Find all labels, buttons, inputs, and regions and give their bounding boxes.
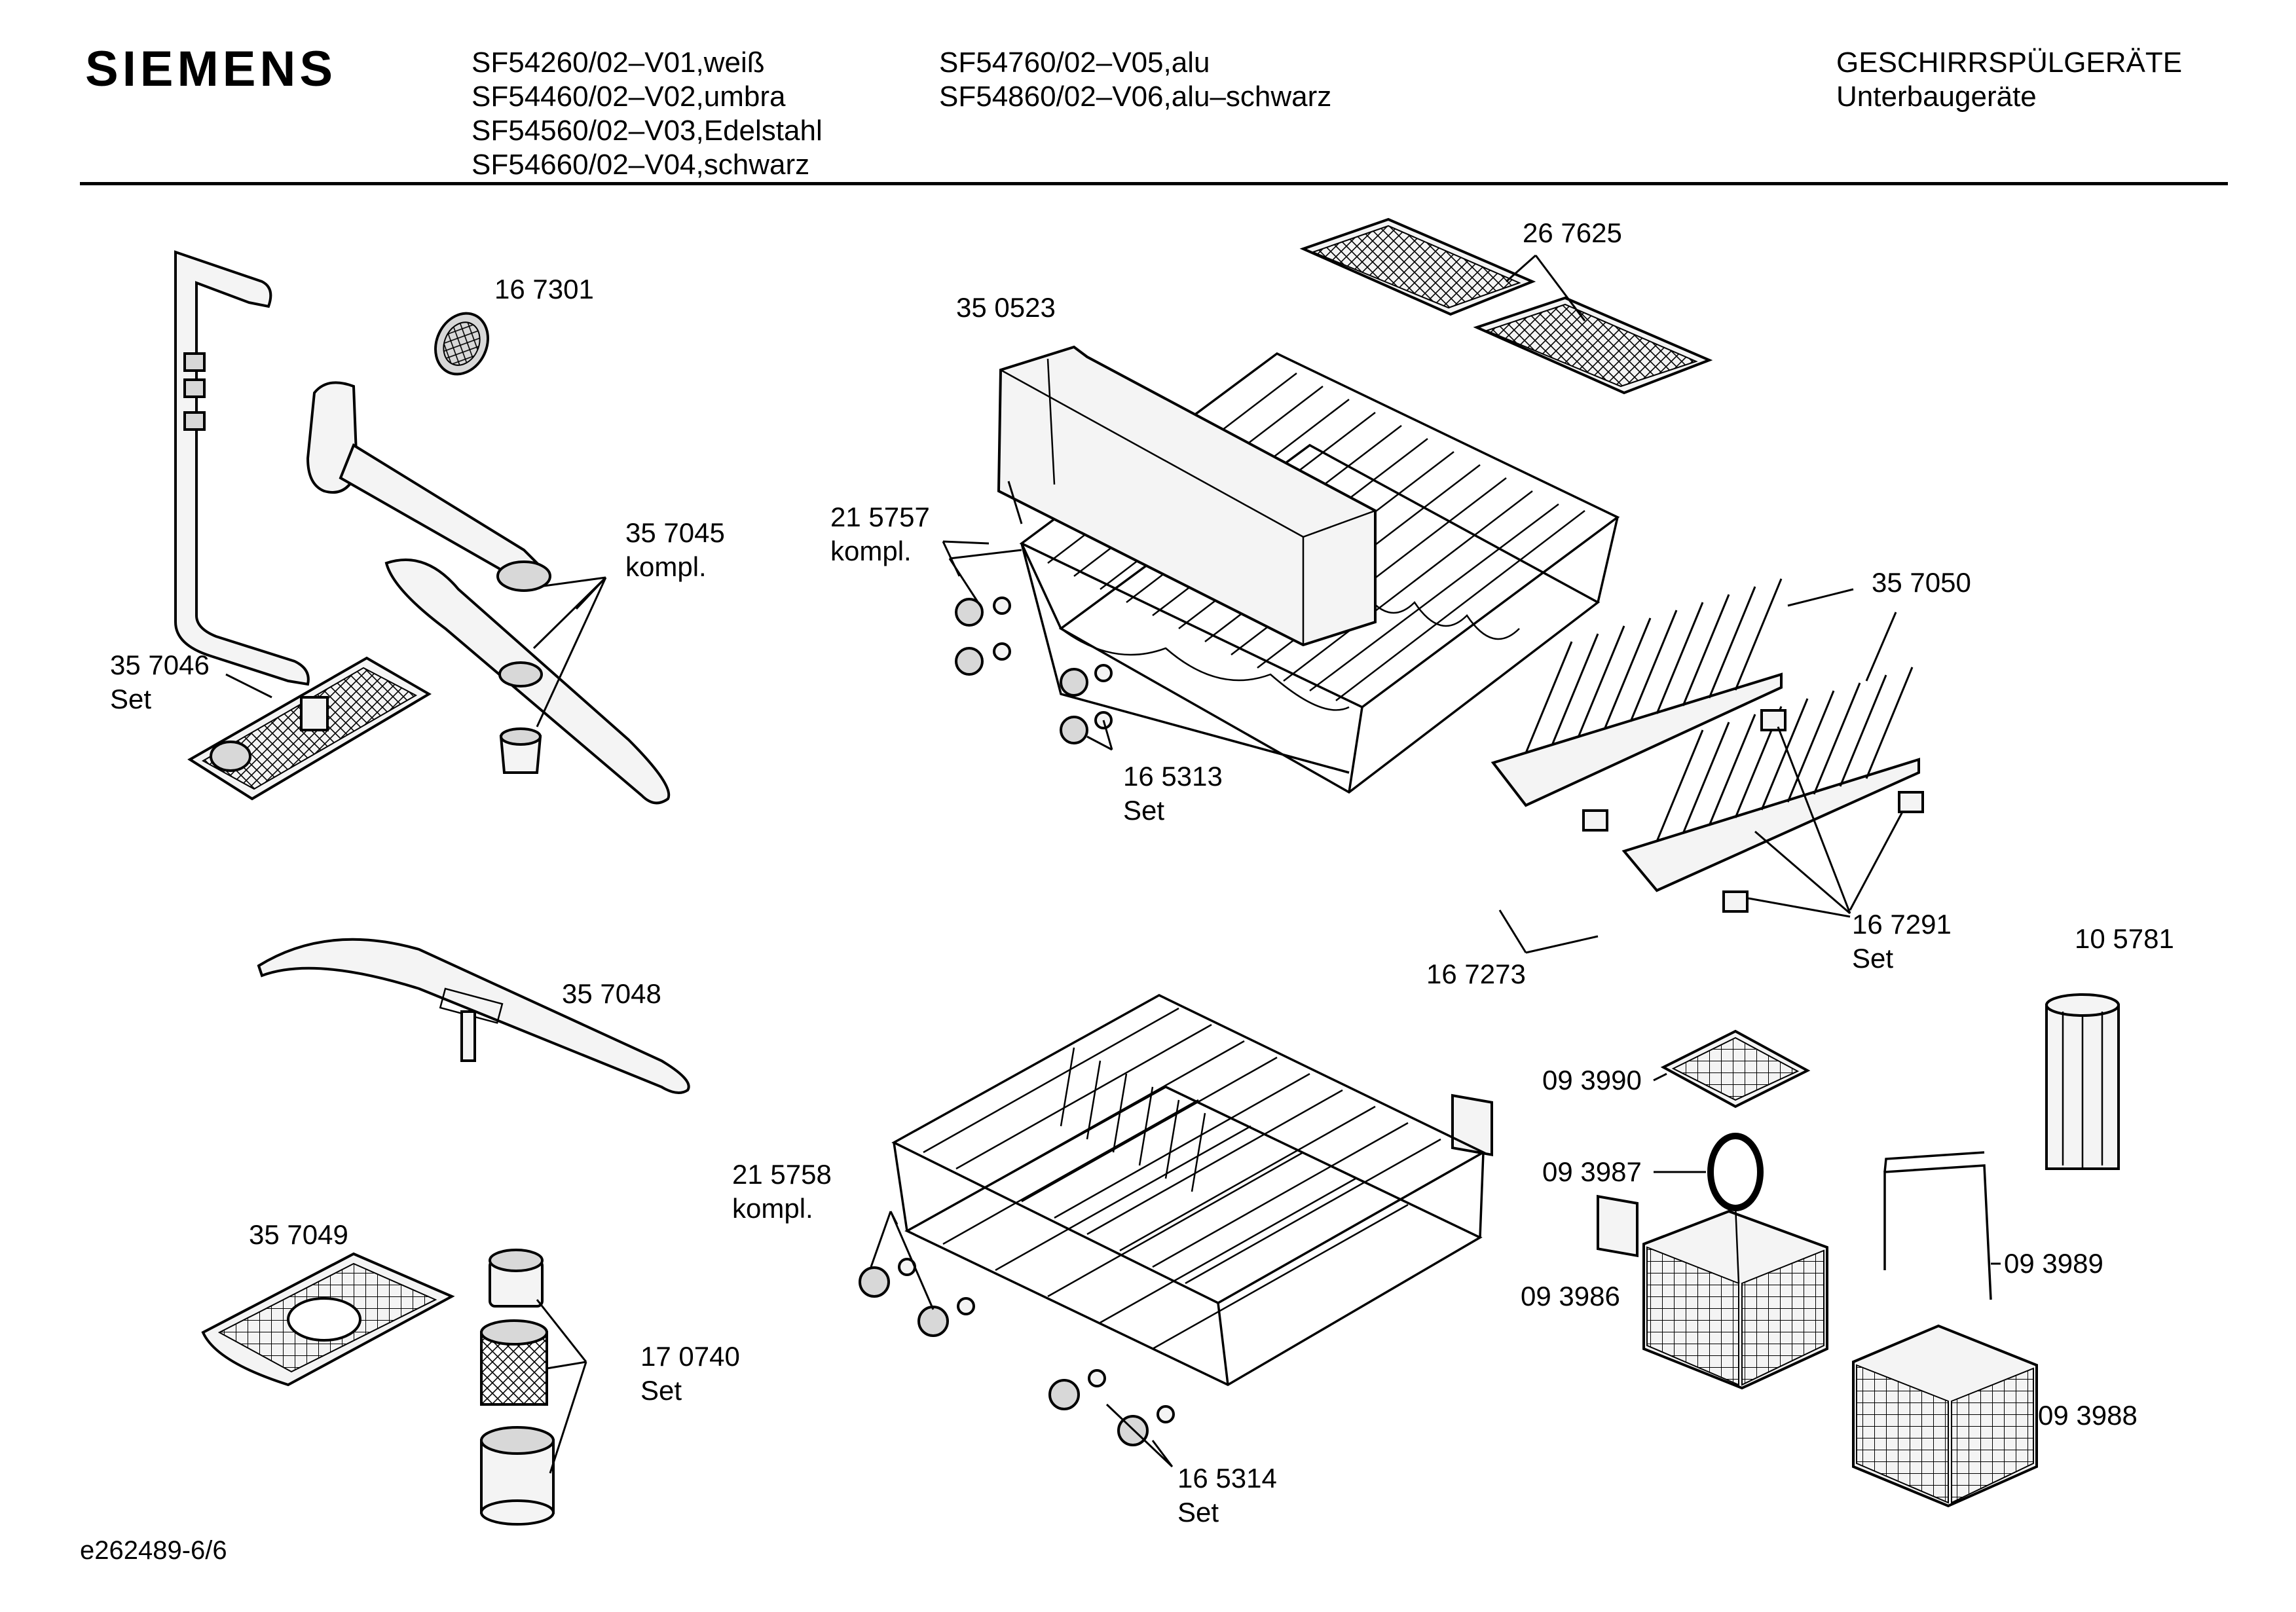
part-note-170740: Set xyxy=(640,1375,682,1406)
filter-cap-icon xyxy=(434,312,489,376)
part-label-165314: 16 5314 xyxy=(1177,1463,1277,1493)
drawing-id: e262489-6/6 xyxy=(80,1536,227,1565)
basket-rollers-upper xyxy=(955,596,1113,744)
spray-arm-pipe xyxy=(306,381,551,592)
part-label-357045: 35 7045 xyxy=(625,517,725,548)
part-note-357046: Set xyxy=(110,684,151,714)
part-label-093988: 09 3988 xyxy=(2038,1400,2138,1431)
cutlery-insert-093990 xyxy=(1660,1029,1811,1108)
basket-handle-093989 xyxy=(1883,1151,1992,1300)
basket-rollers-lower xyxy=(859,1258,1175,1446)
model-list-1: SF54260/02–V01,weiß SF54460/02–V02,umbra… xyxy=(472,46,823,182)
category-subtitle: Unterbaugeräte xyxy=(1836,81,2037,113)
basket-handle-093987 xyxy=(1707,1133,1764,1211)
lower-basket xyxy=(891,994,1486,1386)
lower-spray-arm xyxy=(257,938,690,1094)
clips-167291 xyxy=(1582,709,1924,913)
part-label-350523: 35 0523 xyxy=(956,292,1056,323)
model-line: SF54560/02–V03,Edelstahl xyxy=(472,115,823,147)
part-label-093989: 09 3989 xyxy=(2004,1248,2103,1279)
part-note-357045: kompl. xyxy=(625,551,707,582)
model-line: SF54660/02–V04,schwarz xyxy=(472,149,810,181)
part-note-165313: Set xyxy=(1123,795,1164,826)
part-note-167291: Set xyxy=(1852,943,1893,974)
part-label-093986: 09 3986 xyxy=(1521,1281,1620,1311)
part-label-170740: 17 0740 xyxy=(640,1341,740,1372)
part-note-215758: kompl. xyxy=(732,1193,813,1224)
water-supply-pipe xyxy=(174,250,310,686)
part-label-167291: 16 7291 xyxy=(1852,909,1952,940)
model-line: SF54460/02–V02,umbra xyxy=(472,81,786,113)
part-label-093990: 09 3990 xyxy=(1542,1065,1642,1095)
category-block: GESCHIRRSPÜLGERÄTE Unterbaugeräte xyxy=(1836,46,2182,114)
model-line: SF54860/02–V06,alu–schwarz xyxy=(939,81,1332,113)
siemens-logo: SIEMENS xyxy=(85,41,337,97)
leader-lines xyxy=(225,254,2001,1474)
cutlery-tube-105781 xyxy=(2045,993,2120,1170)
filter-set-357046 xyxy=(187,656,432,801)
part-label-215758: 21 5758 xyxy=(732,1159,832,1190)
header-rule xyxy=(80,182,2228,185)
model-line: SF54260/02–V01,weiß xyxy=(472,46,765,79)
part-label-167273: 16 7273 xyxy=(1426,959,1526,989)
micro-filter-set xyxy=(480,1249,555,1526)
part-label-105781: 10 5781 xyxy=(2075,923,2174,954)
part-note-215757: kompl. xyxy=(830,536,912,566)
part-label-357046: 35 7046 xyxy=(110,650,210,680)
upper-basket xyxy=(997,345,1620,794)
cup-racks-267625 xyxy=(1299,217,1713,395)
holders-167273 xyxy=(1451,1093,1639,1258)
part-label-093987: 09 3987 xyxy=(1542,1156,1642,1187)
part-label-165313: 16 5313 xyxy=(1123,761,1223,792)
part-label-357048: 35 7048 xyxy=(562,978,661,1009)
part-label-167301: 16 7301 xyxy=(494,274,594,304)
cutlery-basket-093988 xyxy=(1852,1324,2038,1508)
model-line: SF54760/02–V05,alu xyxy=(939,46,1210,79)
part-label-357050: 35 7050 xyxy=(1872,567,1971,598)
cutlery-basket-093986 xyxy=(1642,1204,1828,1390)
upper-spray-arm xyxy=(384,559,671,805)
fine-filter-plate xyxy=(201,1252,455,1387)
part-note-165314: Set xyxy=(1177,1497,1219,1528)
part-label-215757: 21 5757 xyxy=(830,502,930,532)
model-list-2: SF54760/02–V05,alu SF54860/02–V06,alu–sc… xyxy=(939,46,1331,114)
category-title: GESCHIRRSPÜLGERÄTE xyxy=(1836,46,2183,79)
part-label-267625: 26 7625 xyxy=(1523,217,1622,248)
part-label-357049: 35 7049 xyxy=(249,1219,348,1250)
plate-tine-rows-357050 xyxy=(1491,578,1920,892)
